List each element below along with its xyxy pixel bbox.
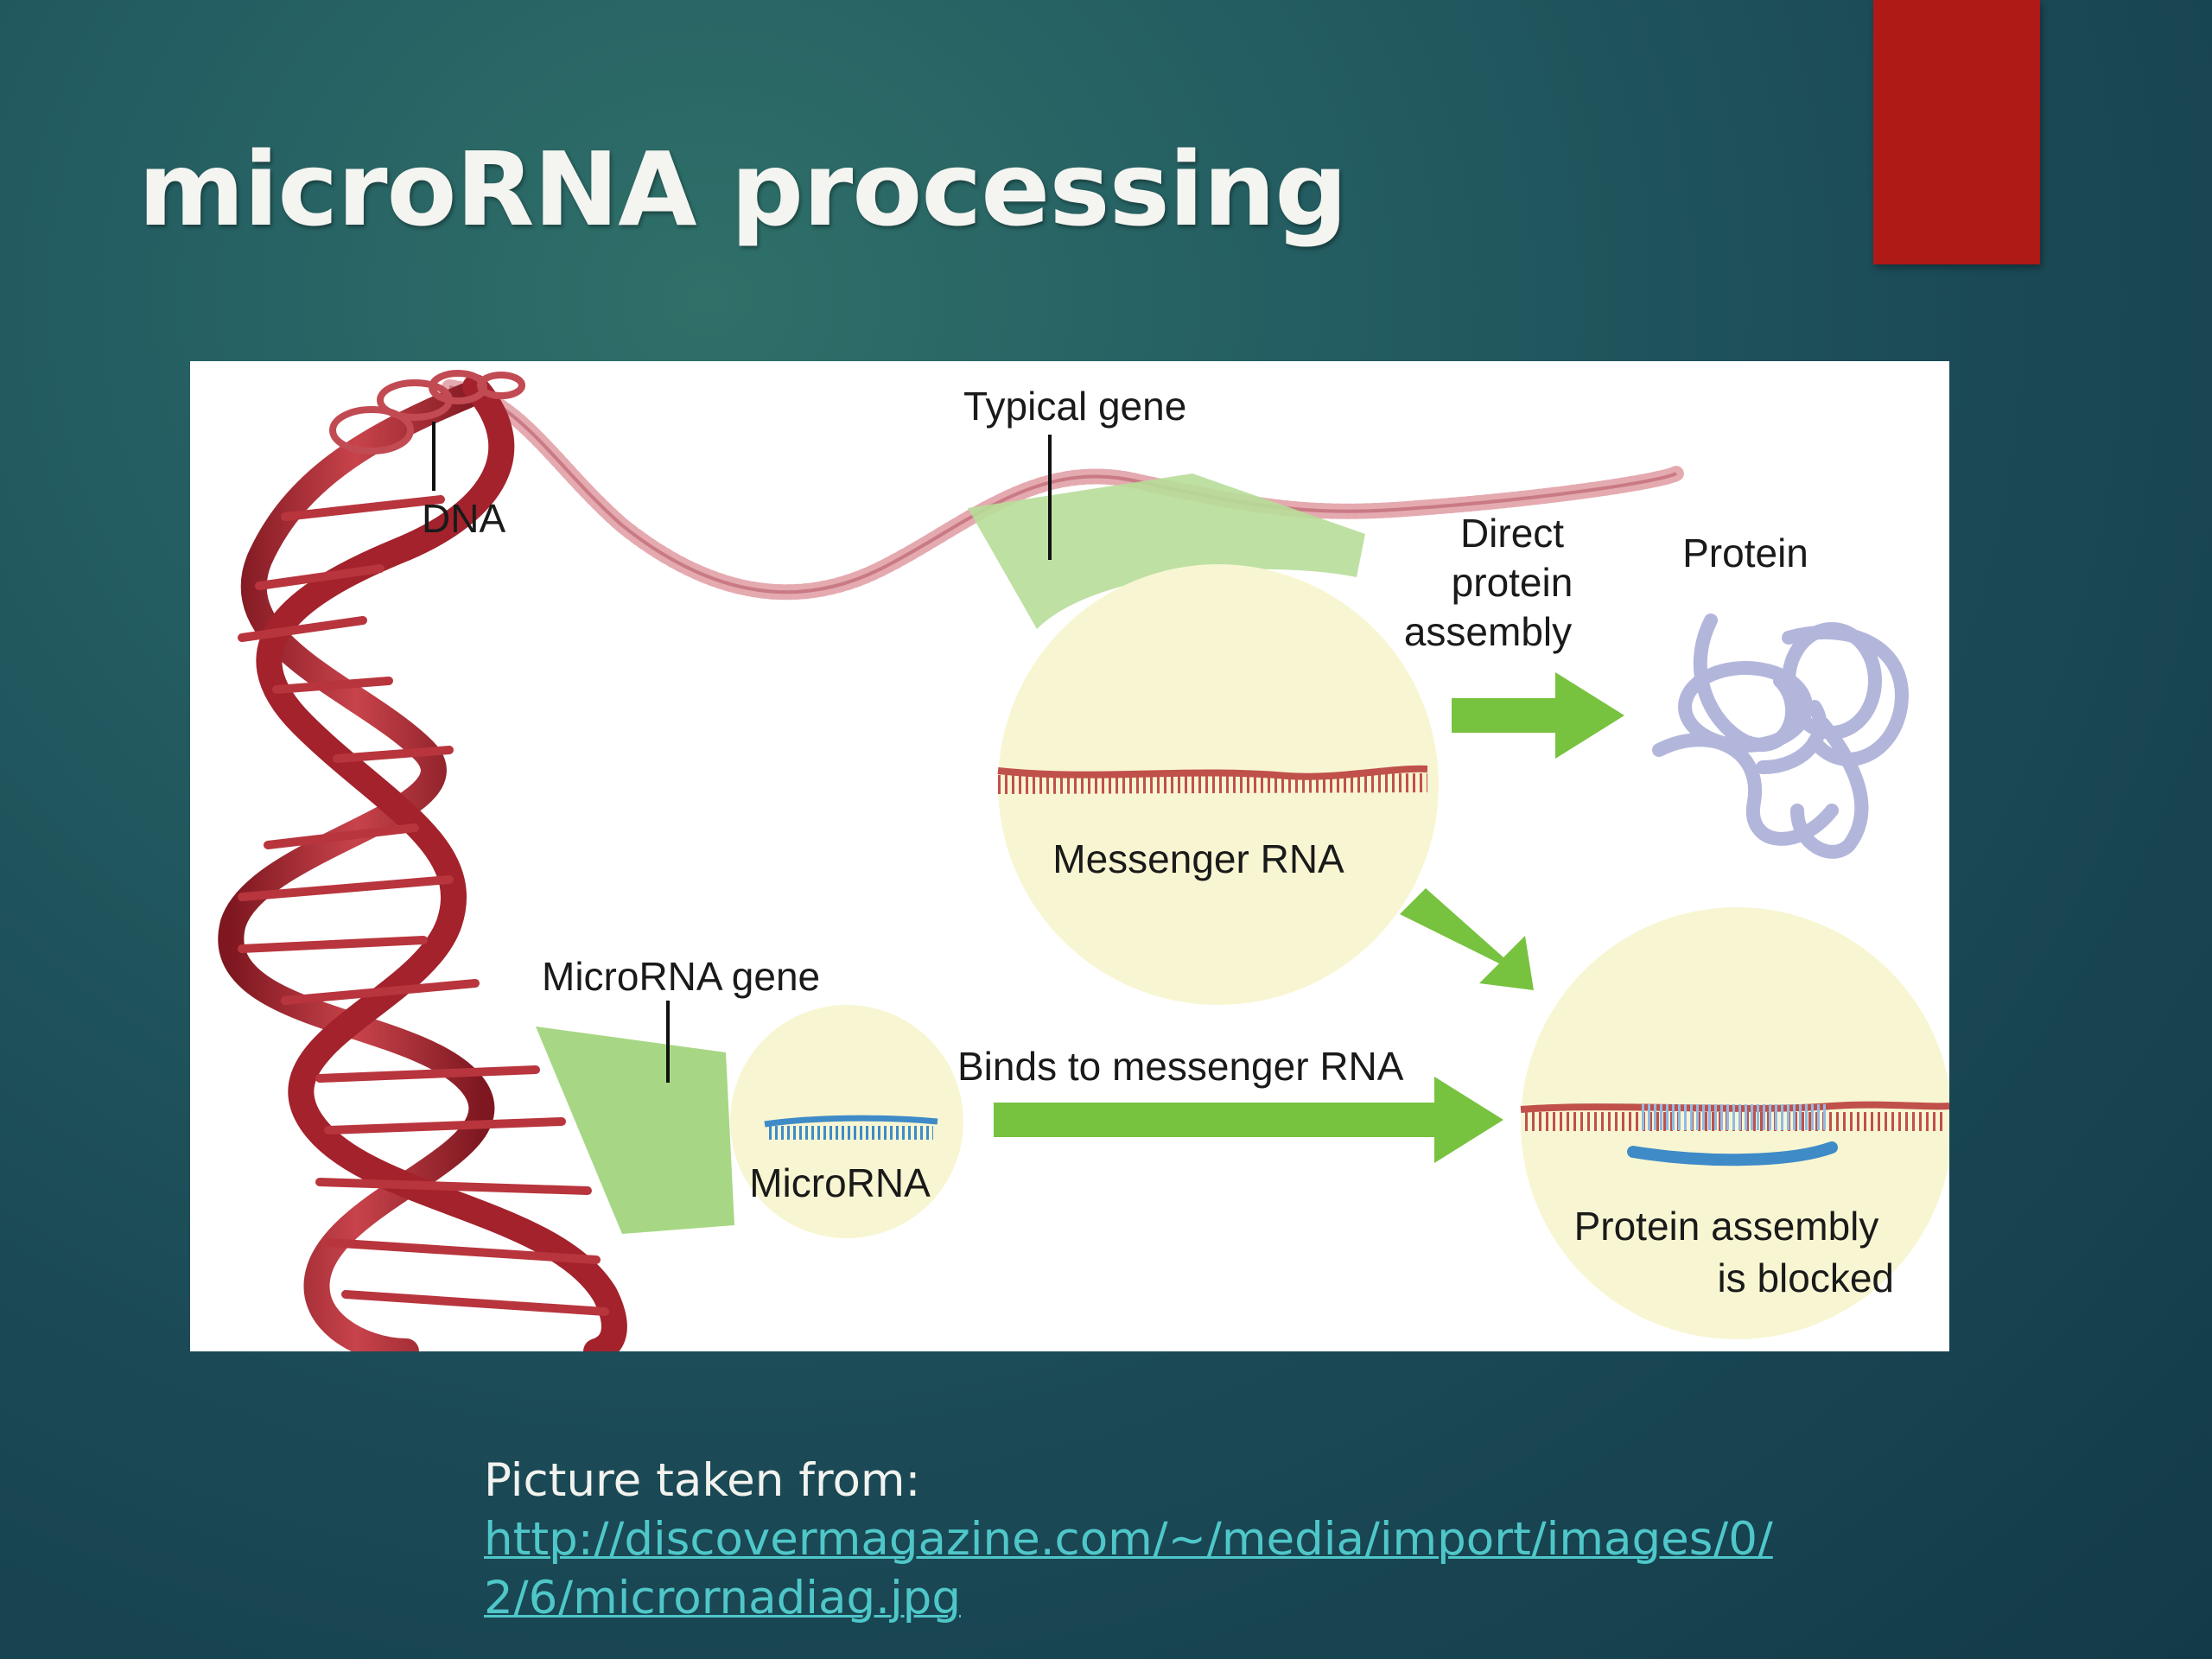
caption-text: Picture taken from:	[484, 1454, 921, 1507]
messenger-rna-strand	[997, 765, 1428, 794]
direct-protein-arrow	[1452, 672, 1624, 759]
messenger-rna-bubble	[998, 564, 1439, 1005]
microrna-gene-wedge	[536, 1027, 734, 1234]
protein-label: Protein	[1682, 531, 1808, 575]
slide-title: microRNA processing	[138, 130, 1348, 249]
direct-protein-label-3: assembly	[1404, 609, 1572, 654]
blocked-complex	[1520, 1101, 1949, 1166]
dna-label: DNA	[422, 496, 505, 541]
binds-arrow	[994, 1077, 1503, 1163]
typical-gene-wedge	[968, 474, 1365, 629]
messenger-rna-label: Messenger RNA	[1052, 836, 1344, 881]
microrna-bubble	[730, 1005, 963, 1238]
blocked-label-1: Protein assembly	[1574, 1204, 1879, 1249]
microrna-gene-label: MicroRNA gene	[542, 954, 820, 999]
typical-gene-label: Typical gene	[963, 384, 1186, 429]
source-link[interactable]: http://discovermagazine.com/~/media/impo…	[484, 1513, 1773, 1624]
direct-protein-label-1: Direct	[1460, 511, 1564, 556]
diagonal-arrow	[1400, 888, 1534, 990]
microrna-label: MicroRNA	[749, 1160, 931, 1205]
caption: Picture taken from: http://discovermagaz…	[484, 1452, 1815, 1628]
direct-protein-label-2: protein	[1452, 560, 1573, 605]
blocked-label-2: is blocked	[1717, 1255, 1894, 1300]
dna-strand-extended	[442, 379, 1684, 601]
dna-helix	[218, 370, 627, 1351]
microrna-strand	[764, 1115, 938, 1140]
blocked-bubble	[1521, 907, 1949, 1339]
microrna-diagram: DNA Typical gene Direct protein assembly…	[190, 361, 1949, 1351]
accent-bar	[1873, 0, 2040, 264]
binds-label: Binds to messenger RNA	[957, 1044, 1404, 1089]
protein-glyph	[1652, 613, 1909, 859]
